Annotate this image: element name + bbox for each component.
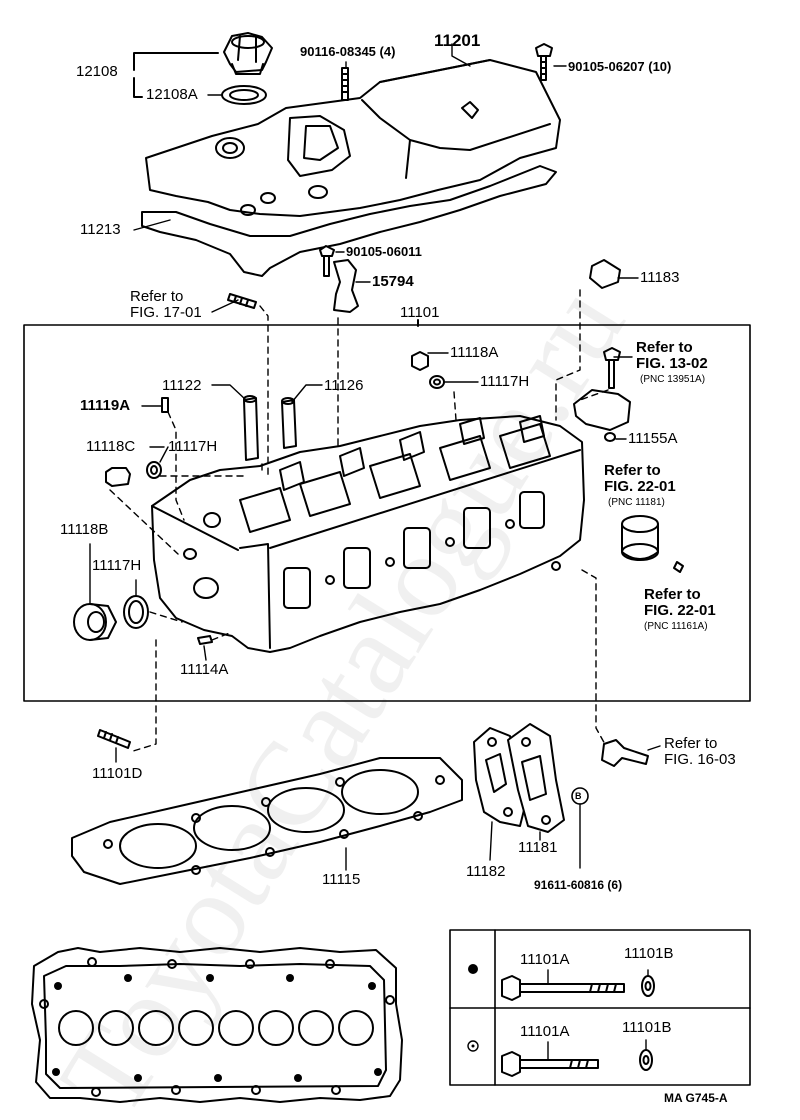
bolt-legend-table bbox=[449, 929, 751, 1086]
part-label-90116-08345: 90116-08345 (4) bbox=[300, 44, 396, 59]
refer-22-01b-line1: Refer to bbox=[644, 586, 701, 603]
circle-b-letter: B bbox=[575, 791, 582, 801]
refer-17-01-line2: FIG. 17-01 bbox=[130, 304, 202, 321]
part-label-11119A: 11119A bbox=[80, 397, 131, 414]
plug-11118C bbox=[105, 467, 131, 487]
pin-11161A bbox=[673, 561, 684, 573]
assembly-frame bbox=[23, 324, 751, 702]
refer-16-03-line2: FIG. 16-03 bbox=[664, 751, 736, 768]
dowel-11122 bbox=[243, 395, 259, 461]
dashed-leaders bbox=[109, 289, 609, 753]
short-bolt-11101A bbox=[501, 1051, 599, 1077]
refer-13-02-line2: FIG. 13-02 bbox=[636, 355, 708, 372]
gasket-11117H-mid bbox=[146, 461, 162, 479]
pin-11114A bbox=[197, 635, 213, 645]
part-label-11183: 11183 bbox=[640, 269, 680, 286]
cylinder-head-cover bbox=[145, 59, 561, 217]
part-label-91611-60816: 91611-60816 (6) bbox=[534, 878, 623, 892]
refer-22-01a-pnc: (PNC 11181) bbox=[608, 497, 665, 508]
part-label-11117H-top: 11117H bbox=[480, 373, 530, 390]
part-label-11201: 11201 bbox=[434, 31, 481, 50]
dowel-11126 bbox=[281, 397, 297, 449]
part-label-15794: 15794 bbox=[372, 273, 414, 290]
label-bracket-12108 bbox=[133, 52, 219, 98]
bolt-90105-06207 bbox=[535, 43, 553, 81]
refer-13-02-pnc: (PNC 13951A) bbox=[640, 374, 706, 385]
stud-refer-17-01 bbox=[227, 293, 257, 309]
cylinder-head-cover-gasket bbox=[141, 165, 557, 277]
refer-13-02-line1: Refer to bbox=[636, 339, 693, 356]
washer-11101B-2 bbox=[639, 1049, 653, 1071]
part-label-90105-06011: 90105-06011 bbox=[346, 244, 422, 259]
part-label-11115: 11115 bbox=[322, 871, 361, 888]
gasket-11117H-left bbox=[123, 595, 149, 629]
part-label-11213: 11213 bbox=[80, 221, 121, 238]
bracket-13951A bbox=[573, 389, 631, 431]
seal-11181 bbox=[621, 515, 659, 561]
part-label-11101D: 11101D bbox=[92, 765, 143, 782]
part-label-11118A: 11118A bbox=[450, 344, 499, 361]
stud-90116 bbox=[341, 67, 349, 101]
long-bolt-11101A bbox=[501, 975, 625, 1001]
cover-11181 bbox=[507, 723, 565, 833]
legend-filled-dot bbox=[468, 964, 478, 974]
part-label-11182: 11182 bbox=[466, 863, 506, 880]
cylinder-head-gasket bbox=[71, 757, 463, 885]
part-label-11117H-mid: 11117H bbox=[168, 438, 218, 455]
part-label-11101B-2: 11101B bbox=[622, 1019, 672, 1036]
oil-filler-cap-gasket bbox=[221, 85, 267, 105]
part-label-90105-06207: 90105-06207 (10) bbox=[568, 59, 672, 74]
plug-11118A bbox=[411, 351, 429, 371]
plug-11183 bbox=[589, 259, 621, 289]
bracket-15794 bbox=[333, 259, 359, 313]
refer-16-03-line1: Refer to bbox=[664, 735, 718, 752]
pin-11119A bbox=[161, 397, 169, 413]
illustration-code: MA G745-A bbox=[664, 1091, 728, 1105]
part-label-12108: 12108 bbox=[76, 63, 118, 80]
bolt-90105-06011 bbox=[319, 245, 335, 277]
stud-11101D bbox=[97, 729, 131, 749]
part-label-11181: 11181 bbox=[518, 839, 558, 856]
refer-22-01b-pnc: (PNC 11161A) bbox=[644, 621, 708, 632]
pin-11155A bbox=[604, 432, 616, 442]
part-label-11101B-1: 11101B bbox=[624, 945, 674, 962]
part-label-11101: 11101 bbox=[400, 304, 440, 321]
part-label-12108A: 12108A bbox=[146, 86, 198, 103]
part-label-11122: 11122 bbox=[162, 377, 202, 394]
part-label-11155A: 11155A bbox=[628, 430, 678, 447]
refer-22-01a-line2: FIG. 22-01 bbox=[604, 478, 676, 495]
bolt-position-filled bbox=[52, 974, 382, 1082]
part-label-11118C: 11118C bbox=[86, 438, 136, 455]
part-label-11126: 11126 bbox=[324, 377, 364, 394]
cylinder-head-top-view bbox=[31, 947, 403, 1103]
part-label-11114A: 11114A bbox=[180, 661, 229, 678]
part-label-11101A-2: 11101A bbox=[520, 1023, 570, 1040]
gasket-11117H-top bbox=[429, 375, 445, 389]
part-label-11101A-1: 11101A bbox=[520, 951, 570, 968]
refer-22-01b-line2: FIG. 22-01 bbox=[644, 602, 716, 619]
washer-11101B-1 bbox=[641, 975, 655, 997]
refer-17-01-line1: Refer to bbox=[130, 288, 184, 305]
fitting-refer-16-03 bbox=[601, 739, 649, 767]
part-label-11118B: 11118B bbox=[60, 521, 109, 538]
plug-11118B bbox=[73, 603, 117, 641]
legend-open-dot bbox=[467, 1040, 479, 1052]
bolt-position-open bbox=[39, 957, 395, 1097]
refer-22-01a-line1: Refer to bbox=[604, 462, 661, 479]
label-leaders bbox=[89, 43, 661, 1051]
oil-filler-cap bbox=[223, 32, 273, 75]
cylinder-head bbox=[151, 415, 585, 653]
part-label-11117H-left: 11117H bbox=[92, 557, 142, 574]
